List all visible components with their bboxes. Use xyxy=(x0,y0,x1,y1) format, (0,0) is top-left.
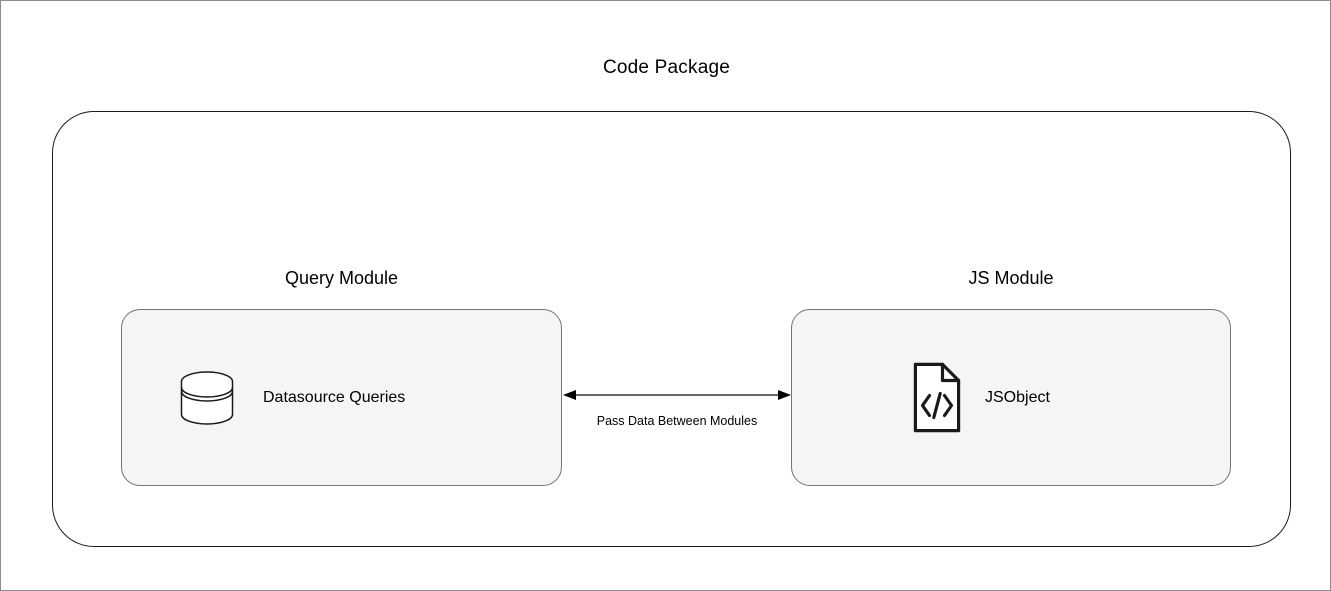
page-title: Code Package xyxy=(602,57,731,78)
arrowhead-right xyxy=(778,390,791,400)
node-label-jsobject: JSObject xyxy=(985,388,1050,406)
arrowhead-left xyxy=(563,390,576,400)
module-box-query[interactable]: Datasource Queries xyxy=(121,309,562,486)
node-jsobject[interactable]: JSObject xyxy=(912,361,1050,434)
module-box-js[interactable]: JSObject xyxy=(791,309,1231,486)
module-group-js: JS Module JSObject xyxy=(791,267,1231,486)
module-title-js: JS Module xyxy=(968,268,1054,288)
connector-pass-data xyxy=(561,379,793,413)
module-group-query: Query Module Datasource Queries xyxy=(121,267,562,486)
node-datasource-queries[interactable]: Datasource Queries xyxy=(179,369,405,427)
database-icon xyxy=(179,369,235,427)
code-package-container xyxy=(52,111,1291,547)
module-title-query: Query Module xyxy=(284,268,399,288)
connector-label: Pass Data Between Modules xyxy=(596,414,758,428)
node-label-datasource-queries: Datasource Queries xyxy=(263,388,406,406)
code-file-icon xyxy=(912,361,962,434)
